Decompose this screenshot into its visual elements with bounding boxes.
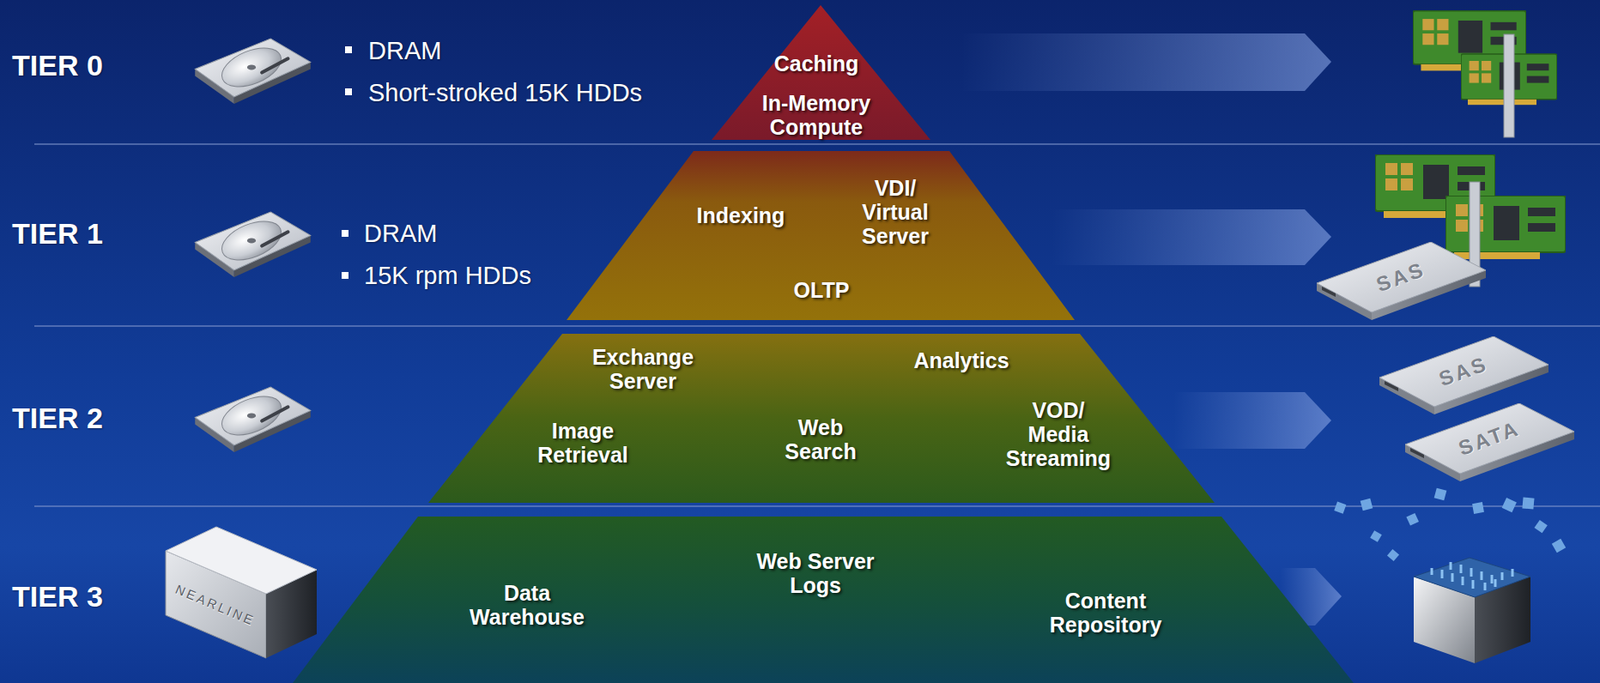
- tier-label: TIER 1: [12, 217, 104, 251]
- box-top: [165, 527, 317, 594]
- data-block: [1369, 530, 1382, 543]
- data-block: [1434, 488, 1448, 502]
- separator-line: [34, 325, 1600, 328]
- data-bar: [1501, 572, 1504, 581]
- storage-media-item: DRAM: [368, 36, 442, 66]
- data-bar: [1441, 569, 1444, 579]
- workload-label: In-Memory Compute: [751, 90, 881, 140]
- data-bar: [1470, 568, 1473, 577]
- tier-band: Indexing VDI/ Virtual ServerOLTP: [566, 151, 1075, 321]
- tier-arrow: [959, 33, 1332, 91]
- data-bar: [1484, 582, 1487, 591]
- cube-top: [1413, 557, 1531, 598]
- data-block: [1472, 502, 1485, 515]
- pcie-card-board: [1445, 195, 1566, 260]
- nearline-box: [165, 527, 317, 659]
- separator-line: [34, 143, 1600, 146]
- data-block: [1333, 502, 1346, 515]
- workload-label: Indexing: [676, 203, 806, 228]
- tier-band: CachingIn-Memory Compute: [711, 5, 931, 140]
- tier-arrow: [1051, 209, 1332, 266]
- hard-drive-icon: [194, 212, 311, 278]
- data-bar: [1449, 562, 1453, 570]
- ssd-icon: [1405, 403, 1575, 482]
- tier-label: TIER 2: [12, 401, 104, 436]
- data-bar: [1494, 579, 1497, 588]
- pyramid-band: [711, 5, 931, 140]
- pyramid-band: [566, 151, 1075, 321]
- workload-label: Data Warehouse: [458, 581, 596, 630]
- bullet: [345, 46, 352, 54]
- workload-label: Caching: [751, 51, 881, 76]
- workload-label: VOD/ Media Streaming: [1000, 398, 1116, 471]
- hdd-icons: [194, 38, 311, 453]
- data-block: [1360, 498, 1374, 512]
- data-bar: [1511, 569, 1515, 577]
- storage-media-item: Short-stroked 15K HDDs: [368, 78, 643, 108]
- ssd-icons: [1316, 242, 1575, 482]
- cube-data-bars: [1431, 562, 1513, 591]
- hard-drive-icon: [194, 387, 311, 453]
- band-shape: [292, 516, 1354, 683]
- data-block: [1502, 497, 1517, 513]
- data-bar: [1480, 571, 1484, 581]
- bullet: [345, 88, 352, 96]
- data-block: [1521, 496, 1534, 510]
- data-bar: [1461, 576, 1465, 586]
- workload-label: Exchange Server: [574, 345, 712, 394]
- pyramid-band: [292, 516, 1354, 683]
- storage-media-item: 15K rpm HDDs: [363, 261, 532, 291]
- data-bar: [1430, 568, 1434, 576]
- workload-label: Content Repository: [1015, 588, 1196, 637]
- data-bar: [1490, 575, 1494, 584]
- data-bar: [1472, 580, 1475, 589]
- pyramid-band: [428, 333, 1215, 504]
- workload-label: Image Retrieval: [525, 418, 642, 467]
- data-block: [1406, 513, 1419, 527]
- tier-band: Data Warehouse Web Server LogsContent Rep…: [292, 516, 1354, 683]
- ssd-icon: [1379, 336, 1549, 415]
- tier-band: Exchange Server AnalyticsImage Retrieval W…: [428, 333, 1215, 504]
- workload-label: OLTP: [769, 278, 873, 303]
- storage-media-item: DRAM: [363, 219, 437, 249]
- tier-separators: [34, 144, 1600, 507]
- card-bracket: [1503, 34, 1515, 138]
- tier-arrow: [1173, 392, 1332, 449]
- bullets: [341, 46, 352, 279]
- bullet: [341, 230, 349, 237]
- tier-label: TIER 0: [12, 48, 104, 83]
- hard-drive-icon: [194, 38, 311, 104]
- data-block: [1533, 520, 1547, 534]
- tier-label: TIER 3: [12, 580, 104, 614]
- data-cube: [1333, 488, 1566, 664]
- workload-label: Analytics: [875, 348, 1048, 373]
- data-block: [1387, 549, 1400, 562]
- workload-label: Web Search: [773, 415, 868, 464]
- bullet: [341, 272, 349, 279]
- data-bar: [1451, 573, 1455, 582]
- workload-label: Web Server Logs: [742, 549, 889, 598]
- ssd-icon: [1316, 242, 1486, 321]
- workload-label: VDI/ Virtual Server: [848, 175, 943, 249]
- pcie-cards-tier0: [1412, 11, 1558, 138]
- data-bar: [1460, 564, 1463, 574]
- flying-data-blocks: [1333, 488, 1566, 562]
- data-block: [1551, 539, 1566, 553]
